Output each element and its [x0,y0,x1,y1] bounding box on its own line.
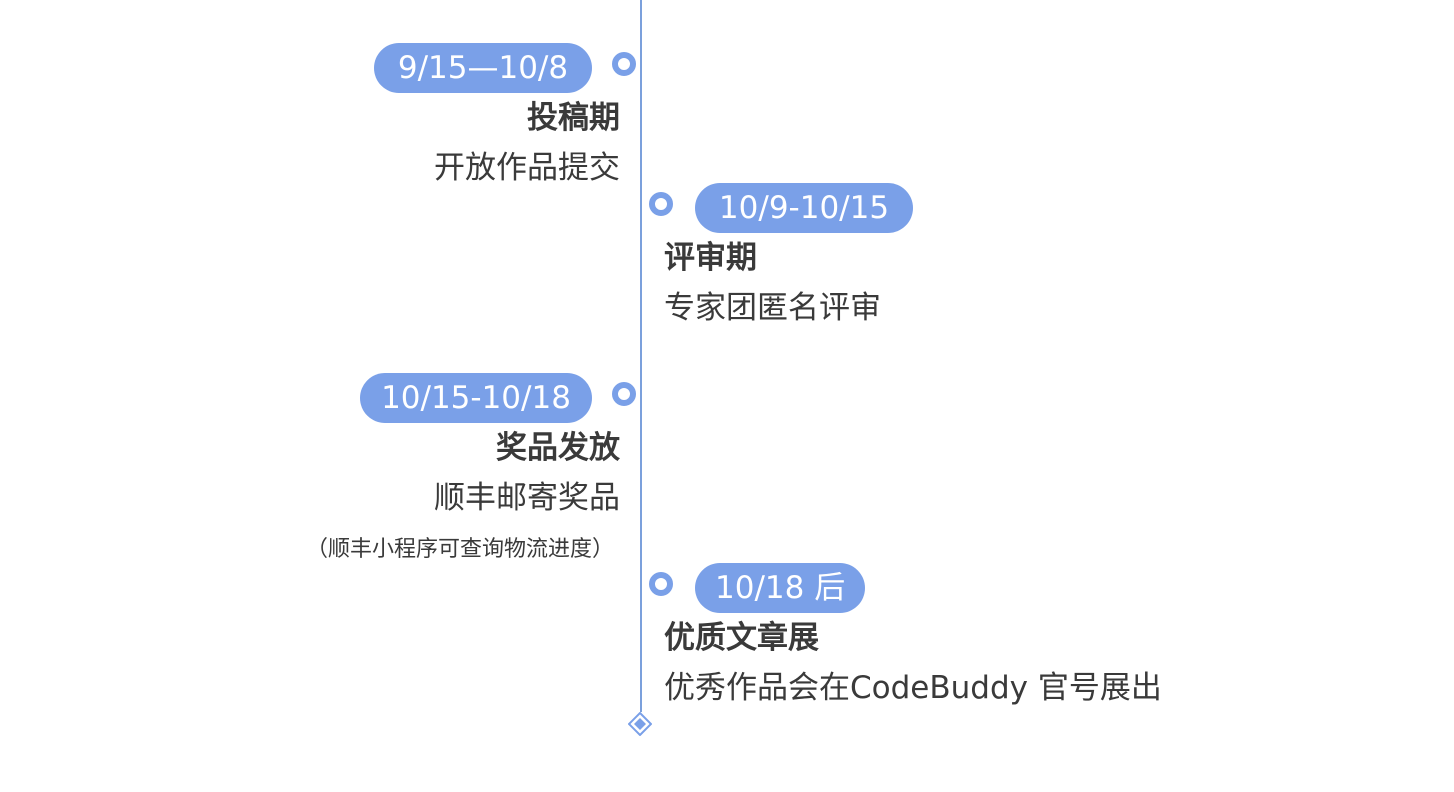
ring-dot-icon [649,192,673,216]
ring-dot-icon [612,382,636,406]
date-badge-3: 10/15-10/18 [360,373,592,423]
date-badge-1: 9/15—10/8 [374,43,592,93]
event-note-3: （顺丰小程序可查询物流进度） [305,537,614,562]
event-title-4: 优质文章展 [664,620,819,656]
event-description-2: 专家团匿名评审 [664,290,881,326]
event-description-3: 顺丰邮寄奖品 [434,480,620,516]
timeline-axis [640,0,642,712]
ring-dot-icon [612,52,636,76]
date-badge-4: 10/18 后 [695,563,865,613]
event-description-1: 开放作品提交 [434,150,620,186]
ring-dot-icon [649,572,673,596]
date-badge-2: 10/9-10/15 [695,183,913,233]
event-title-2: 评审期 [664,240,757,276]
diamond-icon [627,711,653,737]
event-title-3: 奖品发放 [496,430,620,466]
event-title-1: 投稿期 [527,100,620,136]
event-description-4: 优秀作品会在CodeBuddy 官号展出 [664,670,1162,706]
